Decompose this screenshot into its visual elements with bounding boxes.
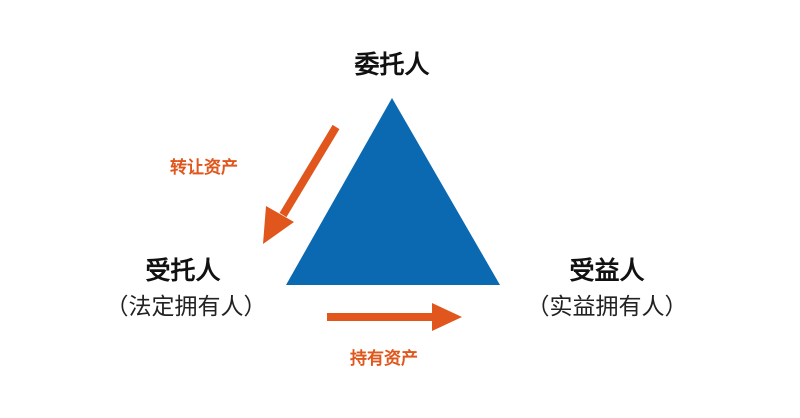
transfer-arrow-shaft [279,124,340,218]
transfer-asset-arrow [263,124,340,244]
hold-asset-arrow [327,303,462,331]
transfer-asset-label: 转让资产 [170,158,238,178]
hold-asset-label: 持有资产 [350,349,418,369]
trustee-label: 受托人 [145,256,221,285]
trust-triangle [286,98,500,285]
beneficiary-sublabel: （实益拥有人） [526,294,688,320]
beneficiary-label: 受益人 [569,256,645,285]
trustee-sublabel: （法定拥有人） [105,294,267,320]
hold-arrow-head [432,303,462,331]
transfer-arrow-head [263,206,294,244]
settlor-label: 委托人 [354,50,430,79]
